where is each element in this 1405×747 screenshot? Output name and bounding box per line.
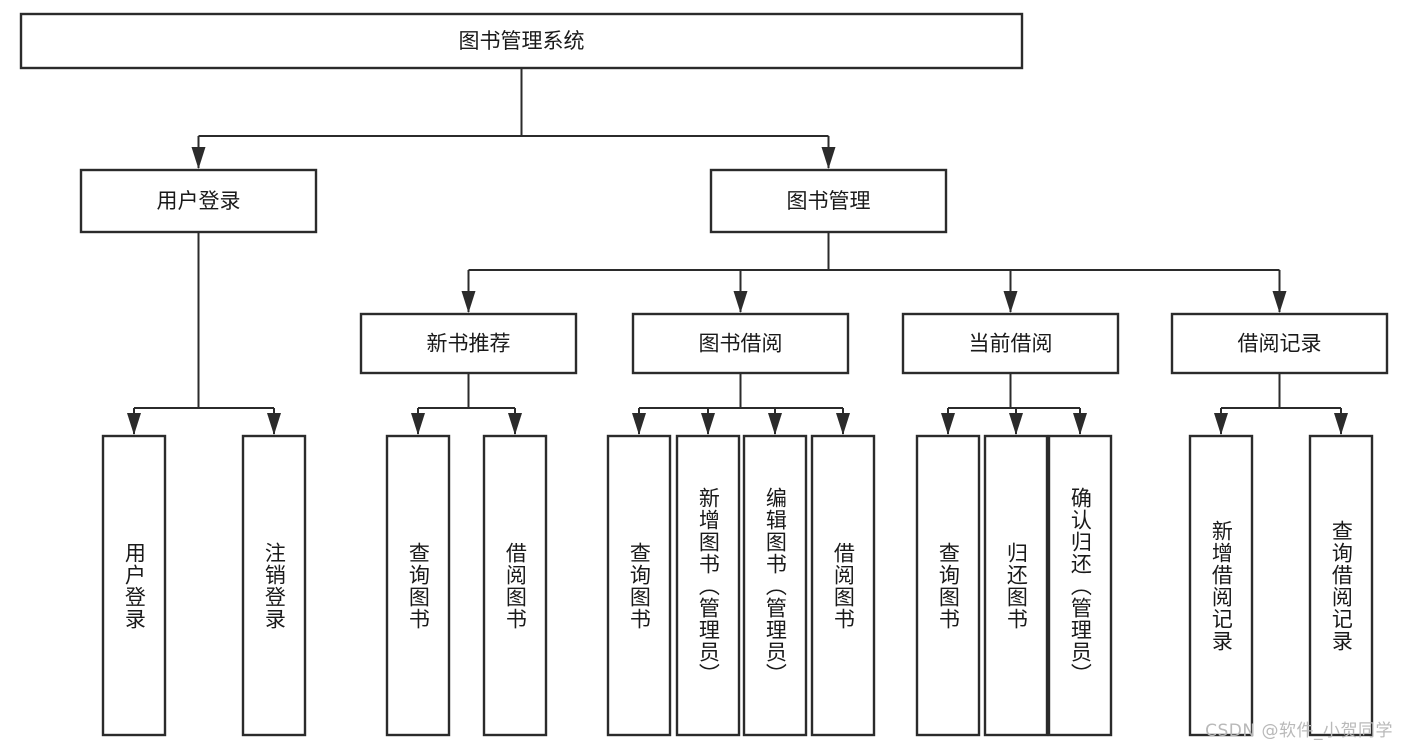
node-label-leaf-编辑图书管理员: 编辑图书（管理员） (763, 486, 788, 685)
arrow-down-icon-图书管理 (821, 147, 836, 169)
node-label-leaf-查询图书: 查询图书 (406, 541, 431, 630)
node-label-leaf-借阅图书: 借阅图书 (503, 541, 528, 630)
arrow-down-icon-leaf-注销登录 (267, 413, 281, 435)
node-box-借阅记录[interactable] (1170, 312, 1389, 375)
arrow-down-icon-leaf-查询图书 (632, 413, 646, 435)
arrow-down-icon-leaf-编辑图书管理员 (768, 413, 782, 435)
arrow-down-icon-leaf-新增图书管理员 (701, 413, 715, 435)
node-label-leaf-确认归还管理员: 确认归还（管理员） (1068, 486, 1093, 685)
arrow-down-icon-leaf-借阅图书 (508, 413, 522, 435)
watermark-credit: CSDN @软件_小贺同学 (1205, 721, 1393, 741)
node-box-图书借阅[interactable] (631, 312, 850, 375)
node-box-leaf-查询图书[interactable] (385, 434, 451, 737)
node-box-leaf-查询图书[interactable] (606, 434, 672, 737)
node-label-图书借阅: 图书借阅 (699, 332, 783, 356)
node-box-leaf-用户登录[interactable] (101, 434, 167, 737)
node-box-leaf-编辑图书管理员[interactable] (742, 434, 808, 737)
arrow-down-icon-leaf-查询图书 (411, 413, 425, 435)
node-box-leaf-查询图书[interactable] (915, 434, 981, 737)
node-box-leaf-确认归还管理员[interactable] (1047, 434, 1113, 737)
node-label-leaf-查询图书: 查询图书 (936, 541, 961, 630)
node-label-leaf-新增借阅记录: 新增借阅记录 (1209, 519, 1234, 652)
node-label-leaf-归还图书: 归还图书 (1004, 541, 1029, 630)
node-label-借阅记录: 借阅记录 (1238, 332, 1322, 356)
arrow-down-icon-借阅记录 (1272, 291, 1287, 313)
node-box-leaf-新增图书管理员[interactable] (675, 434, 741, 737)
arrow-down-icon-leaf-借阅图书 (836, 413, 850, 435)
arrow-down-icon-新书推荐 (461, 291, 476, 313)
node-box-root[interactable] (19, 12, 1024, 70)
node-label-图书管理: 图书管理 (787, 189, 871, 213)
node-box-用户登录[interactable] (79, 168, 318, 234)
node-box-新书推荐[interactable] (359, 312, 578, 375)
node-box-leaf-归还图书[interactable] (983, 434, 1049, 737)
node-label-root: 图书管理系统 (459, 29, 585, 53)
arrow-down-icon-leaf-归还图书 (1009, 413, 1023, 435)
node-box-leaf-注销登录[interactable] (241, 434, 307, 737)
arrow-down-icon-leaf-用户登录 (127, 413, 141, 435)
node-label-leaf-借阅图书: 借阅图书 (831, 541, 856, 630)
node-label-leaf-用户登录: 用户登录 (122, 541, 147, 630)
arrow-down-icon-leaf-新增借阅记录 (1214, 413, 1228, 435)
node-label-用户登录: 用户登录 (157, 189, 241, 213)
node-box-leaf-新增借阅记录[interactable] (1188, 434, 1254, 737)
node-box-leaf-查询借阅记录[interactable] (1308, 434, 1374, 737)
arrow-down-icon-当前借阅 (1003, 291, 1018, 313)
node-label-leaf-查询图书: 查询图书 (627, 541, 652, 630)
node-box-图书管理[interactable] (709, 168, 948, 234)
node-label-leaf-注销登录: 注销登录 (262, 541, 287, 630)
node-label-新书推荐: 新书推荐 (427, 332, 511, 356)
connector-layer (127, 68, 1348, 435)
arrow-down-icon-leaf-查询图书 (941, 413, 955, 435)
node-label-当前借阅: 当前借阅 (969, 332, 1053, 356)
node-box-layer (19, 12, 1389, 737)
node-label-leaf-查询借阅记录: 查询借阅记录 (1329, 519, 1354, 652)
node-box-当前借阅[interactable] (901, 312, 1120, 375)
arrow-down-icon-leaf-确认归还管理员 (1073, 413, 1087, 435)
node-box-leaf-借阅图书[interactable] (482, 434, 548, 737)
arrow-down-icon-图书借阅 (733, 291, 748, 313)
arrow-down-icon-leaf-查询借阅记录 (1334, 413, 1348, 435)
node-label-leaf-新增图书管理员: 新增图书（管理员） (696, 486, 721, 685)
arrow-down-icon-用户登录 (191, 147, 206, 169)
node-box-leaf-借阅图书[interactable] (810, 434, 876, 737)
